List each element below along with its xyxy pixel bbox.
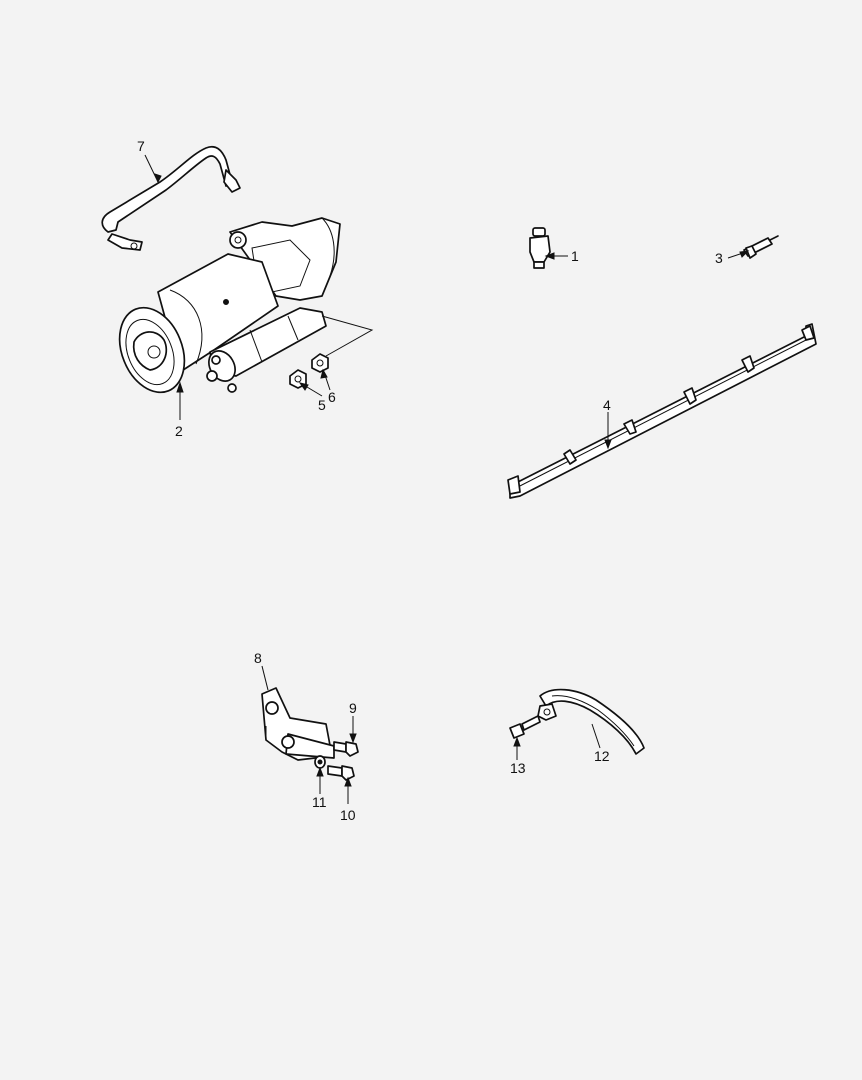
battery-cable-part-7 <box>101 145 241 251</box>
sensor-part-1 <box>529 227 551 269</box>
bolt-part-9 <box>333 741 359 757</box>
nut-part-6 <box>311 353 329 373</box>
callout-11: 11 <box>312 794 327 810</box>
callout-13: 13 <box>510 760 526 776</box>
callout-labels: 7 2 1 3 4 5 6 8 9 11 10 12 13 <box>137 138 723 823</box>
bolt-part-13 <box>509 715 541 739</box>
callout-7: 7 <box>137 138 145 154</box>
callout-4: 4 <box>603 397 611 413</box>
starter-motor-assembly <box>118 217 374 394</box>
washer-part-11 <box>314 755 326 769</box>
callout-9: 9 <box>349 700 357 716</box>
callout-3: 3 <box>715 250 723 266</box>
callout-2: 2 <box>175 423 183 439</box>
callout-8: 8 <box>254 650 262 666</box>
callout-12: 12 <box>594 748 610 764</box>
callout-5: 5 <box>318 397 326 413</box>
callout-1: 1 <box>571 248 579 264</box>
bus-bar-part-4 <box>507 323 817 499</box>
bolt-part-10 <box>327 765 355 781</box>
bracket-part-8 <box>261 687 335 761</box>
callout-10: 10 <box>340 807 356 823</box>
glow-plug-part-3 <box>743 235 779 259</box>
callout-6: 6 <box>328 389 336 405</box>
leader-lines <box>144 154 750 804</box>
strap-part-12 <box>537 688 645 755</box>
